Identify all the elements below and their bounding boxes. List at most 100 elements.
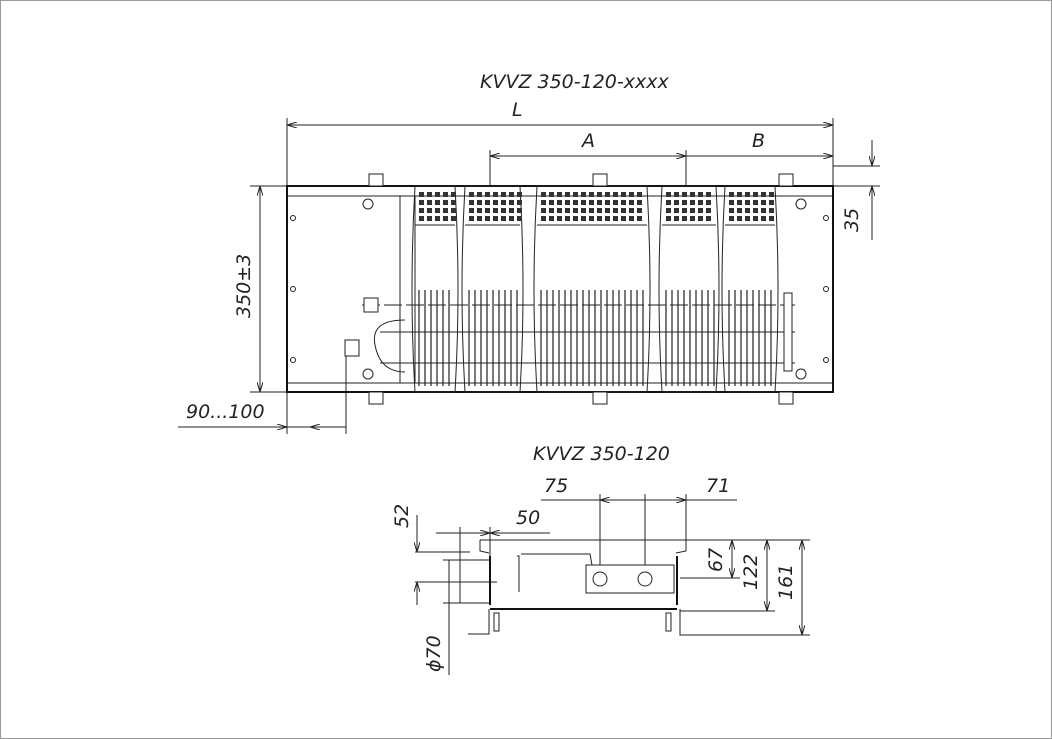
grille-cell	[706, 216, 711, 221]
grille-cell	[451, 208, 456, 213]
grille-cell	[451, 200, 456, 205]
dim-52-label: 52	[391, 504, 413, 528]
grille-cell	[597, 208, 602, 213]
grille-cell	[557, 216, 562, 221]
grille-cell	[451, 192, 456, 197]
grille-cell	[565, 216, 570, 221]
grille-cell	[761, 200, 766, 205]
grille-cell	[737, 208, 742, 213]
dim-75-label: 75	[544, 475, 568, 497]
grille-cell	[674, 192, 679, 197]
grille-cell	[621, 200, 626, 205]
grille-cell	[581, 208, 586, 213]
grille-section	[721, 185, 779, 393]
grille-cell	[443, 208, 448, 213]
grille-cell	[485, 216, 490, 221]
grille-cell	[637, 208, 642, 213]
grille-cell	[427, 208, 432, 213]
grille-cell	[745, 216, 750, 221]
grille-cell	[509, 208, 514, 213]
section-view-title: KVVZ 350-120	[533, 443, 670, 465]
grille-section	[461, 185, 524, 393]
grille-cell	[621, 216, 626, 221]
grille-cell	[549, 200, 554, 205]
grille-cell	[753, 192, 758, 197]
grille-cell	[541, 200, 546, 205]
grille-cell	[621, 192, 626, 197]
grille-cell	[753, 200, 758, 205]
grille-cell	[729, 208, 734, 213]
dim-offset-label: 90...100	[186, 401, 265, 423]
dim-length-label: L	[512, 99, 523, 121]
grille-cell	[737, 216, 742, 221]
grille-cell	[698, 200, 703, 205]
grille-cell	[745, 208, 750, 213]
grille-cell	[477, 216, 482, 221]
grille-cell	[706, 200, 711, 205]
grille-cell	[698, 208, 703, 213]
grille-cell	[690, 216, 695, 221]
grille-cell	[737, 192, 742, 197]
grille-section	[533, 185, 651, 393]
grille-cell	[613, 216, 618, 221]
grille-cell	[637, 200, 642, 205]
grille-cell	[666, 216, 671, 221]
grille-cell	[501, 192, 506, 197]
grille-cell	[517, 216, 522, 221]
grille-cell	[682, 192, 687, 197]
grille-cell	[706, 192, 711, 197]
section-view: KVVZ 350-120 75 71 52 50 ϕ70 67 122 16	[391, 443, 810, 675]
grille-cell	[666, 200, 671, 205]
grille-cell	[509, 200, 514, 205]
grille-cell	[443, 200, 448, 205]
grille-cell	[477, 208, 482, 213]
grille-cell	[581, 200, 586, 205]
grille-cell	[629, 200, 634, 205]
grille-cell	[761, 208, 766, 213]
grille-cell	[613, 208, 618, 213]
grille-cell	[621, 208, 626, 213]
grille-cell	[493, 216, 498, 221]
grille-cell	[573, 208, 578, 213]
grille-cell	[613, 200, 618, 205]
grille-cell	[557, 200, 562, 205]
grille-cell	[469, 208, 474, 213]
grille-cell	[729, 216, 734, 221]
grille-cell	[573, 200, 578, 205]
top-view: KVVZ 350-120-xxxx L A B 35 350±3 90...10…	[178, 71, 880, 434]
grille-cell	[637, 192, 642, 197]
grille-cell	[557, 192, 562, 197]
heat-exchanger-fins	[418, 290, 772, 386]
grille-cell	[729, 192, 734, 197]
dim-a-label: A	[580, 130, 595, 152]
grille-cell	[753, 216, 758, 221]
grille-cell	[690, 200, 695, 205]
grille-section	[658, 185, 720, 393]
valve-icon	[363, 297, 379, 313]
grille-cell	[745, 192, 750, 197]
grille-cell	[674, 216, 679, 221]
dim-161-label: 161	[775, 564, 797, 600]
grille-cell	[666, 208, 671, 213]
grille-cell	[501, 216, 506, 221]
grille-cell	[573, 216, 578, 221]
grille-cell	[629, 208, 634, 213]
grille-cell	[419, 216, 424, 221]
grille-section	[411, 185, 459, 393]
valve-icon	[637, 571, 653, 587]
grille-cell	[557, 208, 562, 213]
grille-cell	[605, 200, 610, 205]
grille-cell	[737, 200, 742, 205]
grille-cell	[517, 192, 522, 197]
grille-cell	[501, 208, 506, 213]
grille-cell	[517, 208, 522, 213]
grille-cell	[605, 216, 610, 221]
grille-cell	[589, 200, 594, 205]
grille-cell	[629, 192, 634, 197]
grille-cell	[573, 192, 578, 197]
grille-cell	[549, 208, 554, 213]
dim-122-label: 122	[740, 554, 762, 590]
grille-cell	[682, 208, 687, 213]
grille-cell	[549, 216, 554, 221]
